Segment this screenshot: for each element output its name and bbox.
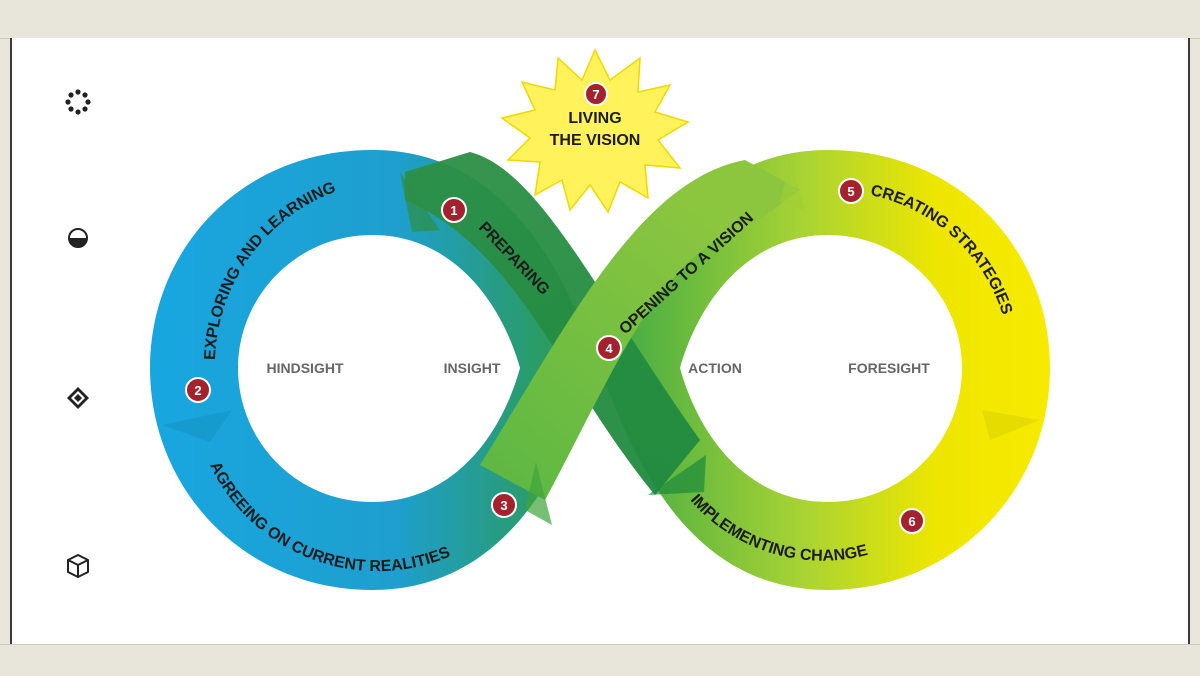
half-circle-icon[interactable] xyxy=(64,224,92,252)
arrow-chevron xyxy=(982,410,1040,440)
left-loop xyxy=(150,150,600,590)
step-3-badge[interactable]: 3 xyxy=(491,492,517,518)
step-2-badge[interactable]: 2 xyxy=(185,377,211,403)
svg-text:5: 5 xyxy=(847,184,854,199)
step-4-badge[interactable]: 4 xyxy=(596,335,622,361)
region-hindsight: HINDSIGHT xyxy=(267,360,344,376)
step-1-badge[interactable]: 1 xyxy=(441,197,467,223)
arrow-chevron xyxy=(162,410,232,442)
arrow-chevron xyxy=(780,160,805,210)
svg-text:3: 3 xyxy=(500,498,507,513)
svg-text:1: 1 xyxy=(450,203,457,218)
vision-line-2: THE VISION xyxy=(550,132,641,149)
vision-badge-number: 7 xyxy=(592,87,599,102)
cross-band-opening xyxy=(480,160,800,500)
diamond-icon[interactable] xyxy=(64,384,92,412)
top-bar xyxy=(0,0,1200,39)
bottom-bar xyxy=(0,644,1200,676)
region-action: ACTION xyxy=(688,360,742,376)
living-the-vision-star[interactable]: 7 LIVING THE VISION xyxy=(500,48,690,214)
vision-line-1: LIVING xyxy=(568,110,621,127)
left-toolbar xyxy=(12,38,132,644)
arrow-chevron xyxy=(400,172,440,232)
arrow-chevron xyxy=(648,455,706,495)
step-6-badge[interactable]: 6 xyxy=(899,508,925,534)
svg-text:4: 4 xyxy=(605,341,613,356)
svg-text:2: 2 xyxy=(194,383,201,398)
cross-band-preparing xyxy=(405,152,700,495)
loading-spinner-icon[interactable] xyxy=(64,88,92,116)
starburst-shape xyxy=(500,48,690,214)
region-insight: INSIGHT xyxy=(444,360,501,376)
region-foresight: FORESIGHT xyxy=(848,360,930,376)
svg-text:6: 6 xyxy=(908,514,915,529)
arrow-chevron xyxy=(525,462,552,525)
right-loop xyxy=(600,150,1050,590)
cube-icon[interactable] xyxy=(64,552,92,580)
step-5-badge[interactable]: 5 xyxy=(838,178,864,204)
